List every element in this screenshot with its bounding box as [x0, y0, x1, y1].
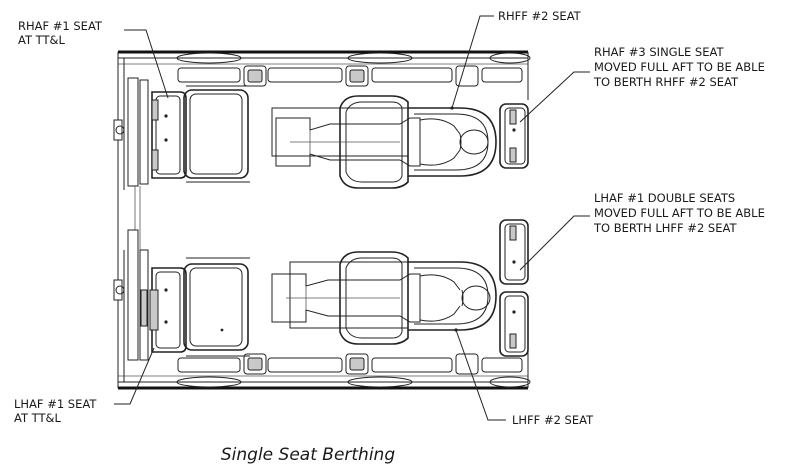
rhaf1-label-line2: AT TT&L	[18, 33, 65, 47]
rhaf1-label-line1: RHAF #1 SEAT	[18, 19, 103, 33]
left-bulkhead	[127, 77, 149, 361]
lhaf1-double-label-line3: TO BERTH LHFF #2 SEAT	[593, 221, 737, 235]
cabin-outline	[113, 50, 529, 390]
lhaf1-double-label-line1: LHAF #1 DOUBLE SEATS	[594, 191, 735, 205]
rhaf3-label-line3: TO BERTH RHFF #2 SEAT	[593, 75, 739, 89]
lhaf1-seat	[149, 257, 250, 357]
lhff2-label: LHFF #2 SEAT	[512, 413, 594, 427]
rhaf3-label-line1: RHAF #3 SINGLE SEAT	[594, 45, 724, 59]
lhff2-berthed-seat	[271, 251, 497, 345]
lhaf1-label-line1: LHAF #1 SEAT	[14, 397, 97, 411]
bottom-window-strip	[176, 353, 531, 388]
top-window-strip	[176, 52, 531, 87]
leader-lines	[114, 15, 590, 421]
rhaf3-single-seat	[499, 103, 529, 169]
lhaf1-label-line2: AT TT&L	[14, 411, 61, 425]
rhff2-berthed-seat	[271, 95, 497, 189]
rhaf1-seat	[151, 85, 250, 183]
rhaf3-label-line2: MOVED FULL AFT TO BE ABLE	[594, 60, 765, 74]
lhaf1-double-label-line2: MOVED FULL AFT TO BE ABLE	[594, 206, 765, 220]
figure-caption: Single Seat Berthing	[221, 445, 395, 465]
lhaf1-double-seats	[499, 219, 529, 357]
rhff2-label: RHFF #2 SEAT	[498, 9, 582, 23]
